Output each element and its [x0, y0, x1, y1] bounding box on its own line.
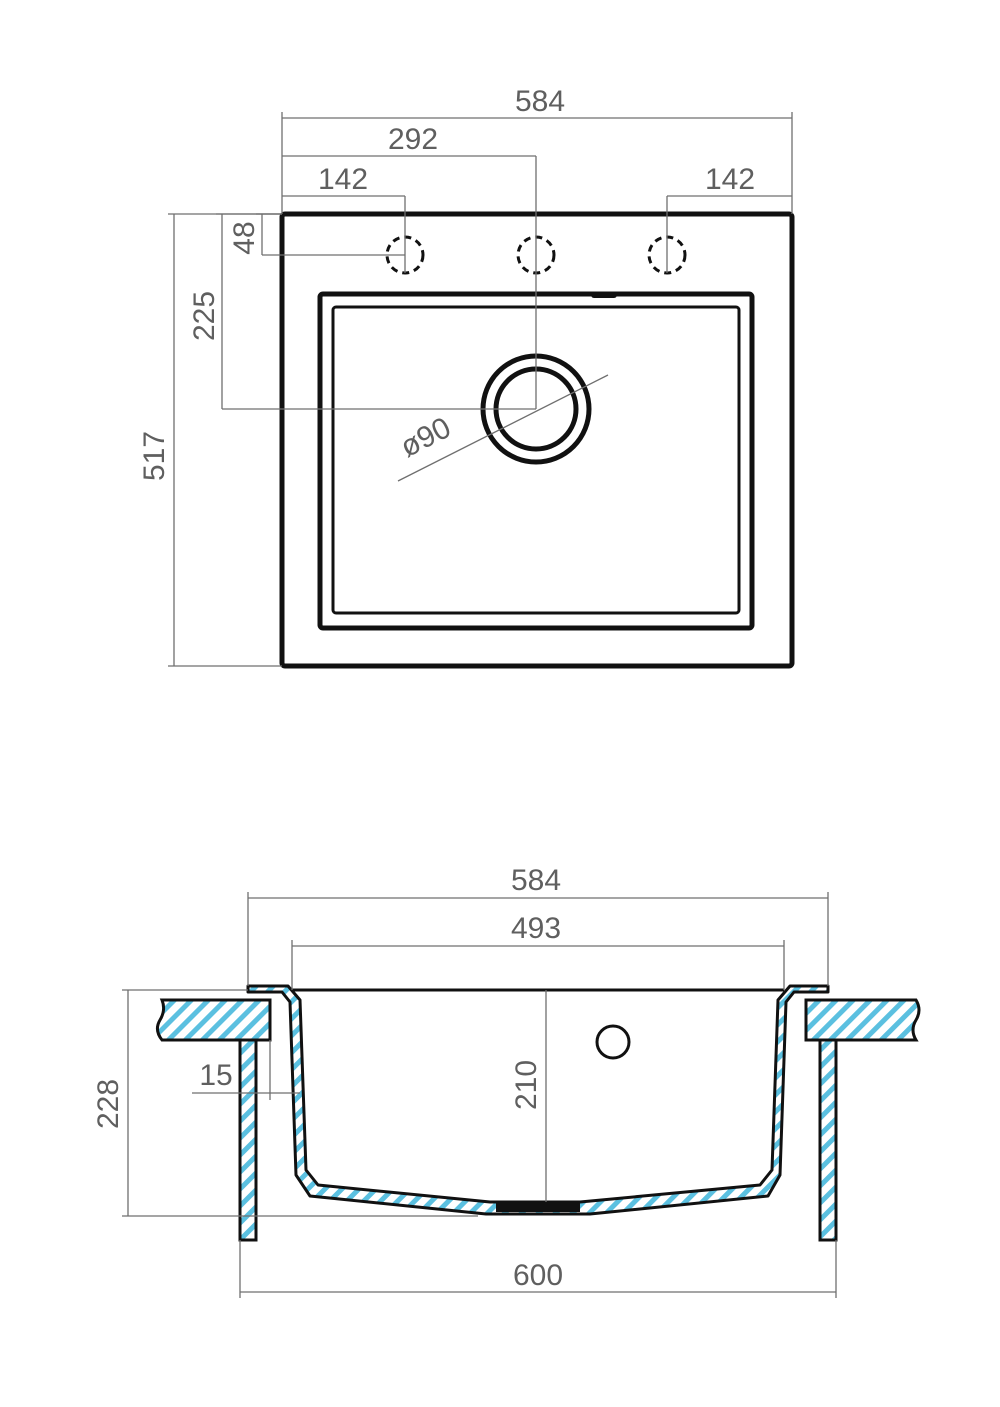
section-width-label: 584: [511, 864, 561, 897]
overflow-slot: [591, 292, 617, 298]
section-view: 584 493 210 228 15 600: [92, 864, 921, 1298]
bowl-width-label: 493: [511, 912, 561, 945]
cabinet-wall-right: [818, 1038, 838, 1242]
drain-opening: [496, 1202, 580, 1212]
cabinet-wall-left: [238, 1038, 258, 1242]
wall-offset-label: 15: [199, 1059, 232, 1092]
overflow-hole: [595, 1024, 631, 1060]
countertop-left: [155, 998, 272, 1042]
bowl-depth-label: 210: [510, 1060, 543, 1110]
top-view: 584 292 142 142 48 225 517 ø90: [138, 85, 795, 669]
top-center-offset-label: 292: [388, 123, 438, 156]
left-hole-offset-label: 142: [318, 163, 368, 196]
hole-edge-offset-label: 48: [228, 221, 261, 254]
countertop-right: [804, 998, 921, 1042]
cabinet-width-label: 600: [513, 1259, 563, 1292]
total-height-label: 228: [92, 1079, 125, 1129]
right-hole-offset-label: 142: [705, 163, 755, 196]
top-depth-label: 517: [138, 431, 171, 481]
sink-outer-rim: [279, 211, 795, 669]
top-width-label: 584: [515, 85, 565, 118]
drain-center-offset-label: 225: [188, 291, 221, 341]
